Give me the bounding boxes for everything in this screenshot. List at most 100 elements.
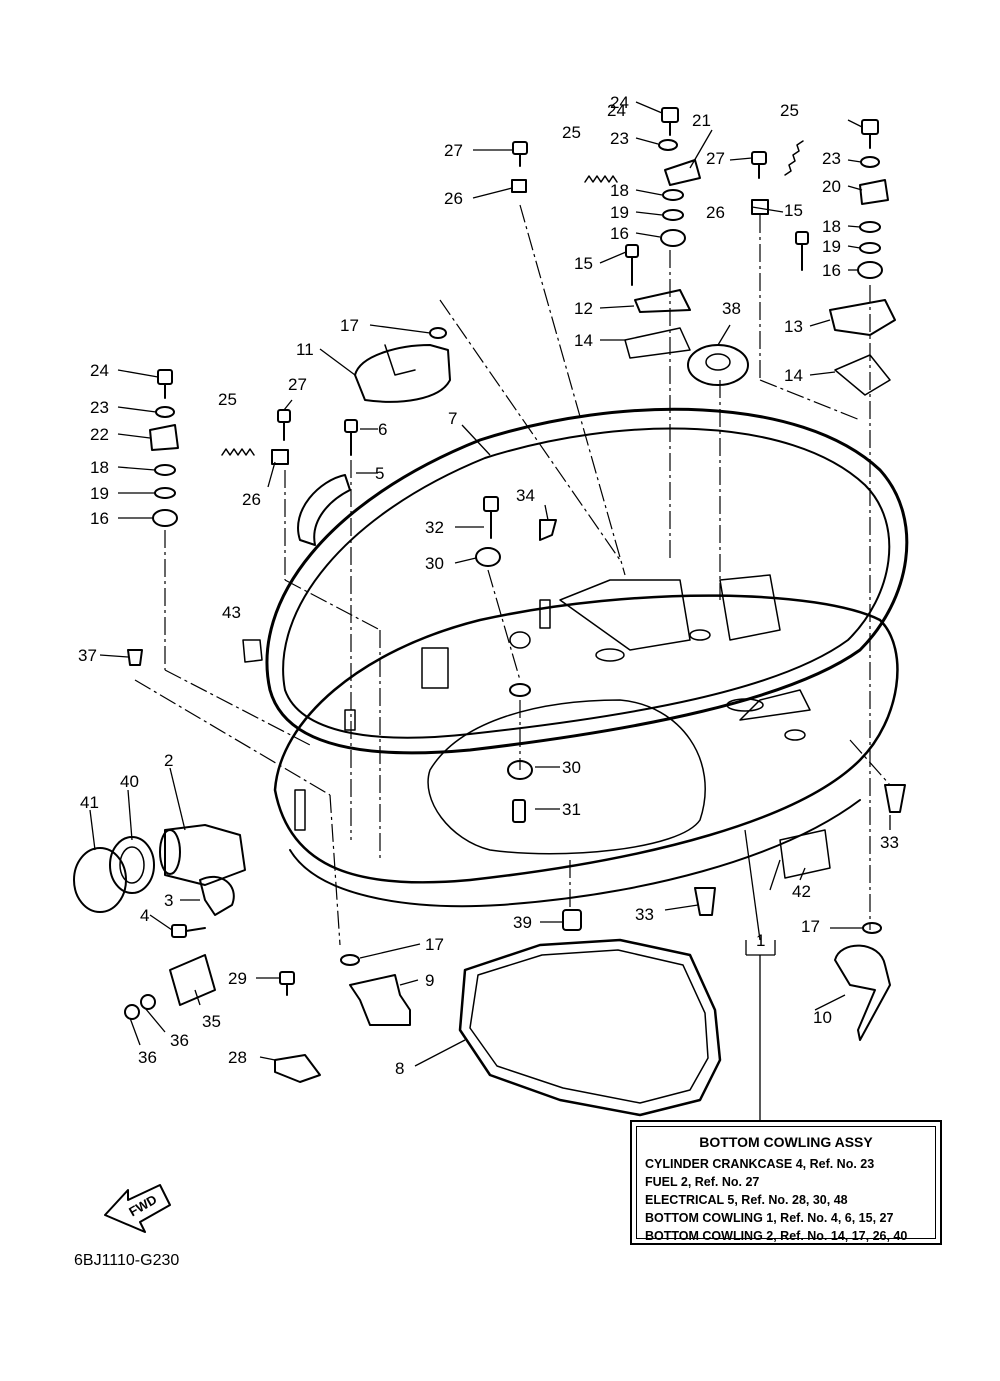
part-13-bracket bbox=[829, 299, 896, 336]
legend-row: ELECTRICAL 5, Ref. No. 28, 30, 48 bbox=[645, 1193, 848, 1207]
part-42-label bbox=[779, 829, 831, 879]
part-callout-26: 26 bbox=[242, 490, 261, 509]
part-callout-23: 23 bbox=[822, 149, 841, 168]
part-callout-36: 36 bbox=[138, 1048, 157, 1067]
part-callout-17: 17 bbox=[425, 935, 444, 954]
part-callout-40: 40 bbox=[120, 772, 139, 791]
part-callout-32: 32 bbox=[425, 518, 444, 537]
part-callout-37: 37 bbox=[78, 646, 97, 665]
part-callout-21: 21 bbox=[692, 111, 711, 130]
part-callout-1: 1 bbox=[756, 931, 766, 950]
part-41-clamp bbox=[73, 847, 127, 913]
part-callout-19: 19 bbox=[90, 484, 109, 503]
part-12-plate bbox=[634, 289, 691, 313]
part-callout-10: 10 bbox=[813, 1008, 832, 1027]
part-5-handle bbox=[297, 474, 351, 546]
part-callout-4: 4 bbox=[140, 906, 150, 925]
part-22-latch bbox=[149, 424, 179, 451]
part-callout-16: 16 bbox=[90, 509, 109, 528]
part-39-grommet bbox=[562, 909, 582, 931]
bottom-cowling-floor bbox=[427, 699, 706, 855]
part-14-gasket-right bbox=[834, 354, 891, 396]
part-callout-24: 24 bbox=[607, 101, 626, 120]
part-25-spring-top bbox=[584, 175, 618, 183]
part-callout-26: 26 bbox=[444, 189, 463, 208]
part-callout-18: 18 bbox=[610, 181, 629, 200]
part-33-grommet-b bbox=[694, 887, 716, 916]
part-callout-34: 34 bbox=[516, 486, 535, 505]
part-callout-18: 18 bbox=[90, 458, 109, 477]
part-callout-13: 13 bbox=[784, 317, 803, 336]
legend-box: BOTTOM COWLING ASSY CYLINDER CRANKCASE 4… bbox=[630, 1120, 942, 1245]
part-callout-7: 7 bbox=[448, 409, 458, 428]
part-callout-17: 17 bbox=[801, 917, 820, 936]
part-43-label bbox=[242, 639, 263, 663]
part-callout-15: 15 bbox=[784, 201, 803, 220]
part-25-spring-left bbox=[221, 448, 255, 456]
part-callout-14: 14 bbox=[784, 366, 803, 385]
part-callout-41: 41 bbox=[80, 793, 99, 812]
part-callout-9: 9 bbox=[425, 971, 435, 990]
bottom-cowling-lower bbox=[289, 799, 861, 908]
part-21-latch bbox=[664, 159, 701, 186]
part-callout-33: 33 bbox=[635, 905, 654, 924]
cowling-rim-inner bbox=[282, 427, 891, 739]
part-callout-31: 31 bbox=[562, 800, 581, 819]
part-callout-26: 26 bbox=[706, 203, 725, 222]
part-2-fitting bbox=[164, 824, 246, 886]
part-callout-39: 39 bbox=[513, 913, 532, 932]
part-callout-24: 24 bbox=[90, 361, 109, 380]
part-callout-5: 5 bbox=[375, 464, 385, 483]
part-callout-19: 19 bbox=[610, 203, 629, 222]
part-callout-42: 42 bbox=[792, 882, 811, 901]
part-14-gasket-top bbox=[624, 327, 691, 359]
part-callout-14: 14 bbox=[574, 331, 593, 350]
part-callout-27: 27 bbox=[444, 141, 463, 160]
part-9-bracket bbox=[349, 974, 411, 1026]
cowling-rim-outer bbox=[265, 407, 909, 755]
legend-row: BOTTOM COWLING 2, Ref. No. 14, 17, 26, 4… bbox=[645, 1229, 908, 1243]
part-callout-3: 3 bbox=[164, 891, 174, 910]
part-33-grommet-a bbox=[884, 784, 906, 813]
part-38-grommet bbox=[687, 344, 749, 386]
part-callout-24: 24 bbox=[610, 93, 629, 112]
part-callout-11: 11 bbox=[296, 340, 314, 359]
part-3-clip bbox=[199, 875, 235, 916]
part-callout-27: 27 bbox=[706, 149, 725, 168]
part-callout-2: 2 bbox=[164, 751, 174, 770]
part-8-seal bbox=[458, 938, 722, 1117]
bottom-cowling-body bbox=[273, 594, 899, 884]
part-25-spring-right bbox=[784, 140, 804, 176]
legend-row: FUEL 2, Ref. No. 27 bbox=[645, 1175, 760, 1189]
legend-inner: BOTTOM COWLING ASSY CYLINDER CRANKCASE 4… bbox=[636, 1126, 936, 1243]
part-callout-33: 33 bbox=[880, 833, 899, 852]
part-callout-27: 27 bbox=[288, 375, 307, 394]
part-callout-30: 30 bbox=[425, 554, 444, 573]
part-callout-23: 23 bbox=[610, 129, 629, 148]
part-callout-22: 22 bbox=[90, 425, 109, 444]
part-callout-20: 20 bbox=[822, 177, 841, 196]
part-callout-36: 36 bbox=[170, 1031, 189, 1050]
part-11-cover bbox=[354, 344, 451, 403]
part-callout-35: 35 bbox=[202, 1012, 221, 1031]
part-callout-8: 8 bbox=[395, 1059, 405, 1078]
diagram-code: 6BJ1110-G230 bbox=[74, 1252, 180, 1269]
part-callout-29: 29 bbox=[228, 969, 247, 988]
legend-row: BOTTOM COWLING 1, Ref. No. 4, 6, 15, 27 bbox=[645, 1211, 894, 1225]
part-callout-19: 19 bbox=[822, 237, 841, 256]
part-callout-15: 15 bbox=[574, 254, 593, 273]
legend-title: BOTTOM COWLING ASSY bbox=[699, 1134, 873, 1150]
part-callout-16: 16 bbox=[610, 224, 629, 243]
fwd-arrow bbox=[104, 1184, 171, 1233]
part-callout-23: 23 bbox=[90, 398, 109, 417]
part-callout-25: 25 bbox=[562, 123, 581, 142]
part-callout-25: 25 bbox=[218, 390, 237, 409]
part-callout-6: 6 bbox=[378, 420, 388, 439]
part-callout-30: 30 bbox=[562, 758, 581, 777]
part-35-connector bbox=[169, 954, 216, 1006]
part-28-plate bbox=[274, 1054, 321, 1083]
part-callout-16: 16 bbox=[822, 261, 841, 280]
part-10-lever bbox=[834, 944, 891, 1041]
part-callout-28: 28 bbox=[228, 1048, 247, 1067]
